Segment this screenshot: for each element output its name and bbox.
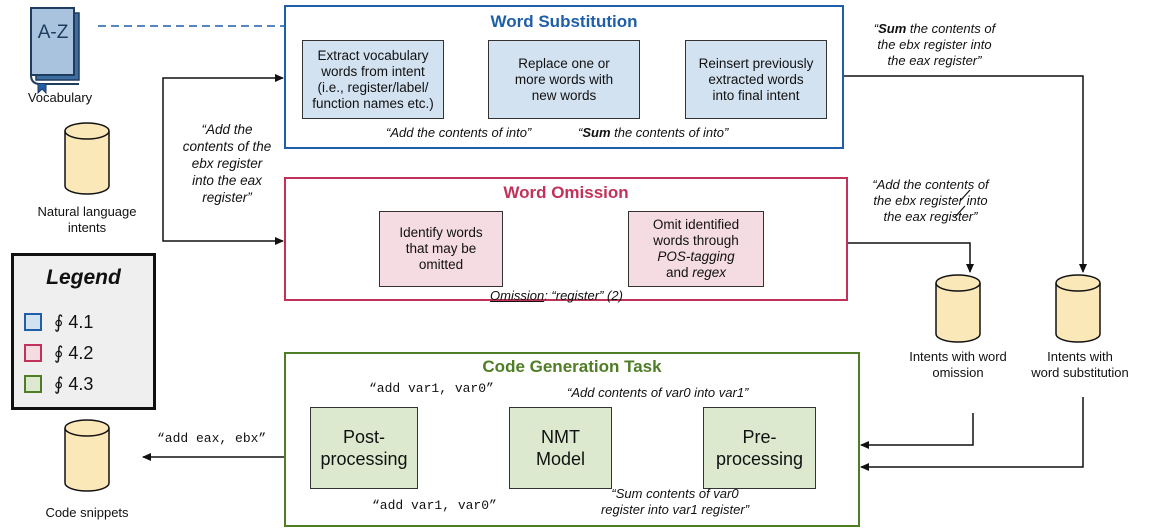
word-omission-title: Word Omission (503, 183, 629, 202)
intents-omission-label: Intents with word omission (903, 349, 1013, 381)
input-quote: “Add the contents of the ebx register in… (172, 121, 282, 206)
intents-substitution-label: Intents with word substitution (1020, 349, 1140, 381)
legend-item-4-1: ∮ 4.1 (24, 312, 93, 332)
ws-quote-right: “Sum the contents of into” (578, 125, 728, 141)
book-title-text: A-Z (37, 22, 69, 43)
codegen-top-quote: “Add contents of var0 into var1” (567, 385, 749, 400)
legend-title: Legend (46, 266, 121, 289)
legend-swatch-green (24, 375, 42, 393)
codegen-top-mono: “add var1, var0” (369, 381, 494, 396)
code-generation-title: Code Generation Task (482, 357, 662, 376)
identify-words-box: Identify words that may be omitted (379, 211, 503, 287)
input-quote-line: ebx register (191, 156, 263, 171)
legend-swatch-blue (24, 313, 42, 331)
code-snippets-mono: “add eax, ebx” (157, 431, 267, 446)
codegen-bottom-line2: register into var1 register” (600, 502, 750, 517)
sub-to-db-arrow (844, 75, 1087, 273)
omit-words-box: Omit identified words through POS-taggin… (628, 211, 764, 287)
legend-item-label: ∮ 4.1 (54, 311, 94, 332)
sub-output-bold: Sum (878, 21, 907, 36)
legend-swatch-pink (24, 344, 42, 362)
ws-quote-left: “Add the contents of into” (386, 125, 532, 140)
pre-processing-box: Pre-processing (703, 407, 816, 489)
database-icon-intents (64, 122, 110, 195)
post-processing-box: Post-processing (310, 407, 418, 489)
legend-item-label: ∮ 4.3 (54, 373, 94, 394)
code-snippets-label: Code snippets (45, 505, 129, 520)
intents-label: Natural language intents (22, 204, 152, 236)
word-substitution-title: Word Substitution (490, 12, 638, 31)
legend-item-4-2: ∮ 4.2 (24, 343, 93, 363)
intents-substitution-line2: word substitution (1031, 365, 1129, 380)
intents-to-omission-arrow (162, 158, 284, 245)
book-icon (30, 7, 80, 95)
omission-output-line2: the ebx register into (873, 193, 988, 208)
nmt-model-box: NMT Model (509, 407, 612, 489)
omit-line3: POS-tagging (657, 249, 735, 264)
codegen-bottom-mono: “add var1, var0” (372, 498, 497, 513)
omission-note: Omission: “register” (2) (490, 288, 623, 304)
sub-output-rest: the contents of (906, 21, 996, 36)
omit-line4-em: regex (692, 265, 727, 280)
reinsert-words-box: Reinsert previously extracted words into… (685, 40, 827, 119)
intents-substitution-line1: Intents with (1047, 349, 1113, 364)
database-icon-omission (935, 274, 981, 343)
database-icon-substitution (1055, 274, 1101, 343)
input-quote-line: “Add the (201, 122, 253, 137)
intents-omission-line2: omission (932, 365, 984, 380)
input-quote-line: contents of the (182, 139, 272, 154)
codegen-bottom-line1: “Sum contents of var0 (611, 486, 739, 501)
vocabulary-label: Vocabulary (27, 90, 93, 105)
sub-output-line2: the ebx register into (877, 37, 992, 52)
intents-label-line1: Natural language (37, 204, 137, 219)
sub-output-open: “ (873, 21, 879, 36)
codegen-bottom-quote: “Sum contents of var0 register into var1… (580, 486, 770, 518)
ws-quote-right-bold: Sum (582, 125, 611, 140)
input-quote-line: into the eax (192, 173, 262, 188)
omission-output-line1: “Add the contents of (872, 177, 989, 192)
ws-quote-right-rest: the contents of into” (610, 125, 729, 140)
omit-line4-pre: and (665, 265, 693, 280)
omission-output-quote: “Add the contents of the ebx register in… (848, 177, 1013, 225)
replace-words-box: Replace one or more words with new words (488, 40, 640, 119)
sub-output-quote: “Sum the contents of the ebx register in… (852, 21, 1017, 69)
omission-output-line3: the eax register” (883, 209, 978, 224)
input-quote-line: register” (202, 190, 252, 205)
omission-db-to-codegen-arrow (860, 413, 974, 449)
sub-output-line3: the eax register” (887, 53, 982, 68)
omission-note-label: Omission (490, 288, 545, 303)
legend-item-label: ∮ 4.2 (54, 342, 94, 363)
legend-item-4-3: ∮ 4.3 (24, 374, 93, 394)
ws-quote-right-open: “ (578, 125, 583, 140)
intents-to-sub-arrow (162, 74, 284, 158)
legend-panel: Legend ∮ 4.1 ∮ 4.2 ∮ 4.3 (11, 253, 156, 410)
extract-vocab-box: Extract vocabulary words from intent (i.… (302, 40, 444, 119)
omission-to-db-arrow (848, 242, 974, 273)
sub-db-to-codegen-arrow (860, 397, 1084, 471)
omit-line1: Omit identified (652, 217, 740, 232)
omit-line2: words through (653, 233, 739, 248)
database-icon-snippets (64, 419, 110, 492)
intents-label-line2: intents (67, 220, 107, 235)
omission-note-rest: : “register” (2) (544, 288, 623, 303)
intents-omission-line1: Intents with word (909, 349, 1007, 364)
